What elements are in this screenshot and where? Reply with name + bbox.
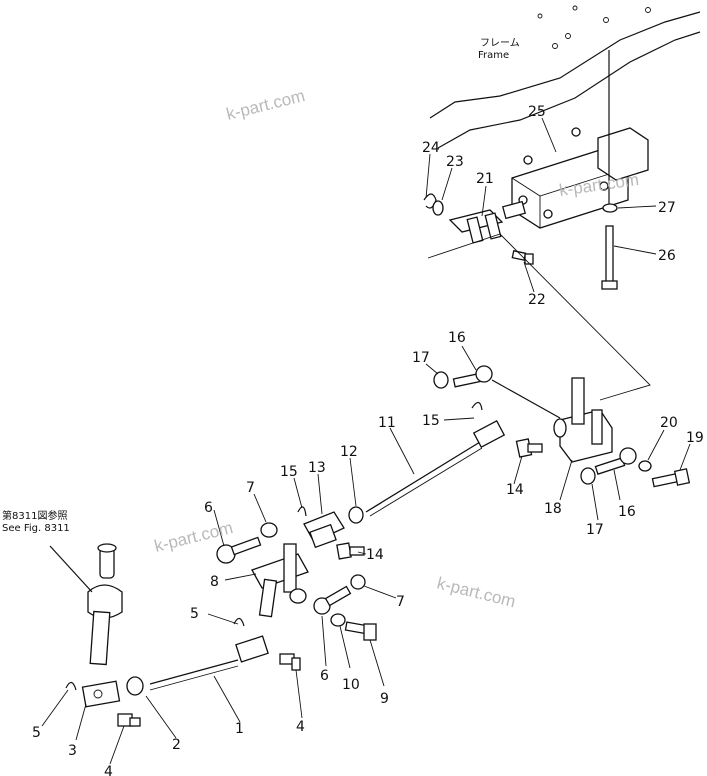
callout-22: 22	[528, 292, 546, 308]
callout-7-top: 7	[246, 480, 255, 496]
watermark-right: k-part.com	[435, 573, 518, 611]
nut-2	[126, 676, 144, 696]
bolt-9	[344, 621, 377, 641]
callout-3: 3	[68, 743, 77, 759]
callout-20: 20	[660, 415, 678, 431]
bracket-8	[251, 543, 309, 618]
see-fig-label-jp: 第8311図参照	[2, 509, 67, 522]
bolt-14-right	[515, 438, 543, 458]
callout-8: 8	[210, 574, 219, 590]
clevis-13	[303, 511, 345, 549]
rod-end-16-right	[594, 447, 637, 475]
callout-21: 21	[476, 171, 494, 187]
nut-7-top	[260, 522, 278, 538]
callout-16-top: 16	[448, 330, 466, 346]
callout-5-left: 5	[32, 725, 41, 741]
nut-17-right	[580, 467, 596, 485]
callout-2: 2	[172, 737, 181, 753]
bolt-19	[651, 468, 691, 488]
callout-16-right: 16	[618, 504, 636, 520]
frame	[429, 5, 701, 149]
bolt-4-left	[117, 713, 141, 727]
callout-25: 25	[528, 104, 546, 120]
cotter-pin-5-mid	[233, 617, 245, 627]
cotter-pin-15-mid	[297, 506, 307, 517]
callout-14-mid: 14	[366, 547, 384, 563]
rod-end-16-top	[452, 365, 493, 388]
rod-end-6-top	[216, 536, 262, 564]
callout-9: 9	[380, 691, 389, 707]
callout-27: 27	[658, 200, 676, 216]
cotter-pin-5-left	[65, 681, 77, 691]
frame-label-jp: フレーム	[480, 37, 520, 49]
callout-numbers: 1 2 3 4 4 5 5 6 6 7 7 8 9 10 11 12 13 14…	[32, 104, 704, 776]
assembly-guide-line	[427, 233, 651, 401]
leader-see-fig	[49, 545, 93, 593]
bolt-22	[511, 250, 534, 265]
watermark-top: k-part.com	[224, 86, 307, 124]
callout-23: 23	[446, 154, 464, 170]
see-fig-label-en: See Fig. 8311	[2, 523, 70, 534]
callout-19: 19	[686, 430, 704, 446]
washer-27	[602, 203, 618, 213]
washer-20	[638, 460, 652, 472]
nut-12	[348, 506, 364, 524]
rod-end-6-mid	[313, 585, 352, 615]
leader-16-to-18	[491, 379, 561, 419]
callout-15-top: 15	[422, 413, 440, 429]
callout-26: 26	[658, 248, 676, 264]
bolt-4-mid	[279, 653, 301, 671]
callout-15-mid: 15	[280, 464, 298, 480]
control-lever	[87, 543, 123, 666]
bolt-26	[601, 225, 618, 290]
callout-6-top: 6	[204, 500, 213, 516]
callout-1: 1	[235, 721, 244, 737]
bracket-18	[553, 377, 613, 463]
bolt-14-mid	[336, 542, 365, 560]
cotter-pin-15-top	[471, 401, 483, 411]
callout-4-left: 4	[104, 764, 113, 776]
callout-13: 13	[308, 460, 326, 476]
rod-1	[149, 635, 269, 691]
callout-5-mid: 5	[190, 606, 199, 622]
callout-17-right: 17	[586, 522, 604, 538]
washer-10	[330, 613, 346, 627]
callout-4-mid: 4	[296, 719, 305, 735]
callout-11: 11	[378, 415, 396, 431]
nut-17-top	[433, 371, 449, 389]
callout-17-top: 17	[412, 350, 430, 366]
clevis-3	[81, 680, 121, 708]
nut-7-mid	[350, 574, 366, 590]
callout-18: 18	[544, 501, 562, 517]
rod-11	[365, 419, 506, 517]
callout-6-mid: 6	[320, 668, 329, 684]
cotter-pin-24	[423, 193, 437, 209]
valve	[501, 127, 649, 229]
pin-23	[432, 200, 444, 216]
callout-7-mid: 7	[396, 594, 405, 610]
callout-10: 10	[342, 677, 360, 693]
callout-24: 24	[422, 140, 440, 156]
callout-14-right: 14	[506, 482, 524, 498]
frame-label-en: Frame	[478, 50, 509, 61]
clevis-21	[448, 209, 504, 244]
callout-12: 12	[340, 444, 358, 460]
callout-leaders	[41, 117, 691, 765]
